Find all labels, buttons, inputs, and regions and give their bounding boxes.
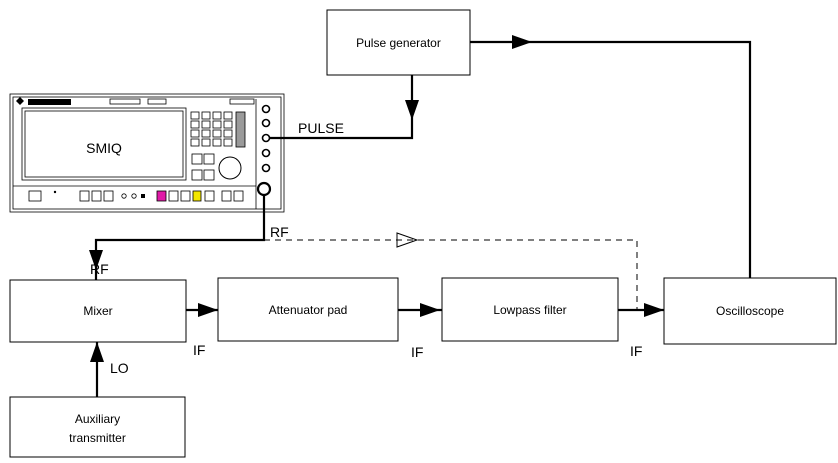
rf-out-label: RF (270, 224, 289, 240)
aux-transmitter-block: Auxiliary transmitter (9, 396, 186, 458)
if-label-lowpass: IF (630, 343, 642, 359)
wire-pulse-to-smiq (264, 75, 414, 140)
rf-output-connector (256, 181, 272, 197)
mixer-label: Mixer (83, 304, 112, 318)
arrow-pulse-to-scope (512, 35, 532, 49)
lowpass-block: Lowpass filter (441, 277, 619, 342)
wire-pulse-to-scope (470, 40, 752, 278)
if-label-mixer: IF (193, 342, 205, 358)
attenuator-block: Attenuator pad (217, 277, 399, 342)
smiq-instrument: SMIQ (9, 93, 285, 213)
pulse-generator-label: Pulse generator (356, 36, 441, 50)
arrow-mixer-atten (198, 303, 218, 317)
arrow-lo-up (90, 342, 104, 362)
lo-label: LO (110, 360, 129, 376)
arrow-atten-lowpass (420, 303, 440, 317)
aux-label-line1: Auxiliary (75, 412, 120, 426)
brand-bar (28, 99, 71, 105)
arrow-lowpass-scope (644, 303, 664, 317)
rs-logo-icon (16, 97, 24, 105)
arrow-dashed (396, 232, 419, 248)
arrow-pulse-down (405, 100, 419, 120)
mixer-block: Mixer (9, 279, 187, 343)
oscilloscope-label: Oscilloscope (716, 304, 784, 318)
dashed-rf-path (264, 239, 638, 310)
pulse-signal-label: PULSE (298, 120, 344, 136)
pulse-generator-block: Pulse generator (326, 9, 471, 76)
arrow-rf-down (89, 250, 103, 270)
smiq-label: SMIQ (86, 140, 122, 156)
pulse-input-connector (261, 133, 271, 143)
oscilloscope-block: Oscilloscope (663, 277, 837, 345)
if-label-atten: IF (411, 344, 423, 360)
attenuator-label: Attenuator pad (269, 303, 348, 317)
aux-label-line2: transmitter (69, 431, 126, 445)
lowpass-label: Lowpass filter (493, 303, 566, 317)
display-screen (21, 107, 187, 181)
rotary-knob-icon (218, 156, 242, 180)
rf-in-label: RF (90, 261, 109, 277)
